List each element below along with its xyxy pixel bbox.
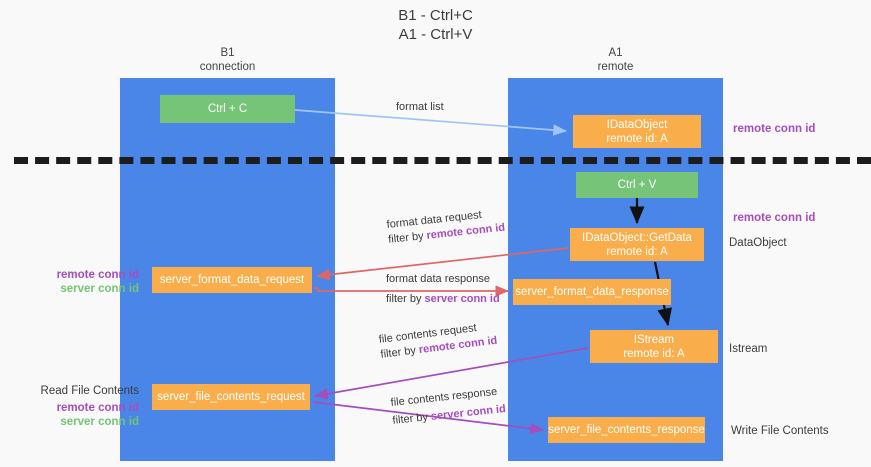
box-istream[interactable]: IStream remote id: A (590, 330, 718, 363)
box-ctrl-v[interactable]: Ctrl + V (576, 172, 698, 198)
label-left-conn-ids-bot: remote conn id server conn id (24, 401, 139, 429)
box-server-file-contents-response[interactable]: server_file_contents_response (548, 417, 705, 443)
column-header-b1: B1 connection (120, 46, 335, 74)
diagram-title: B1 - Ctrl+C A1 - Ctrl+V (0, 6, 871, 44)
box-idataobject-getdata[interactable]: IDataObject::GetData remote id: A (570, 228, 704, 261)
column-header-a1-role: remote (597, 61, 634, 73)
edge-label-file-contents-response-filter-prefix: filter by (391, 410, 432, 427)
label-left-conn-ids-mid: remote conn id server conn id (24, 268, 139, 296)
box-idataobject[interactable]: IDataObject remote id: A (573, 115, 701, 148)
edge-label-format-data-response-filter-key: server conn id (424, 293, 500, 305)
box-server-format-data-request[interactable]: server_format_data_request (152, 267, 312, 293)
edge-label-file-contents-request: file contents request filter by remote c… (378, 319, 498, 363)
box-idataobject-line2: remote id: A (606, 132, 668, 145)
edge-label-file-contents-request-filter-prefix: filter by (379, 344, 420, 361)
box-getdata-line1: IDataObject::GetData (582, 231, 692, 244)
box-ctrl-c[interactable]: Ctrl + C (160, 95, 295, 123)
box-server-file-contents-response-label: server_file_contents_response (548, 424, 705, 436)
box-idataobject-line1: IDataObject (606, 118, 668, 131)
edge-label-format-data-request-filter-prefix: filter by (387, 229, 428, 246)
label-read-file-contents: Read File Contents (40, 385, 139, 397)
column-header-b1-role: connection (199, 61, 256, 73)
edge-label-format-list: format list (396, 100, 444, 115)
edge-label-format-data-response-filter-prefix: filter by (386, 293, 425, 305)
label-write-file-contents: Write File Contents (731, 425, 829, 437)
diagram-title-line1: B1 - Ctrl+C (398, 7, 473, 24)
box-server-format-data-request-label: server_format_data_request (159, 274, 305, 286)
label-left-remote-conn-id-bot: remote conn id (56, 402, 139, 414)
label-remote-conn-id-mid: remote conn id (733, 212, 816, 224)
label-remote-conn-id-top: remote conn id (733, 123, 816, 135)
column-header-b1-name: B1 (220, 47, 235, 59)
edge-label-file-contents-response-filter-key: server conn id (430, 403, 507, 423)
edge-label-file-contents-response: file contents response filter by server … (390, 384, 507, 429)
label-istream: Istream (729, 343, 768, 355)
box-ctrl-c-label: Ctrl + C (207, 103, 248, 115)
edge-label-format-data-response-text: format data response (386, 273, 490, 285)
edge-label-format-data-request: format data request filter by remote con… (386, 206, 506, 248)
box-server-format-data-response[interactable]: server_format_data_response (513, 279, 671, 305)
box-getdata-line2: remote id: A (606, 245, 668, 258)
box-ctrl-v-label: Ctrl + V (617, 179, 657, 191)
label-left-remote-conn-id-mid: remote conn id (56, 269, 139, 281)
edge-label-format-data-response: format data response filter by server co… (386, 272, 500, 307)
label-left-server-conn-id-mid: server conn id (60, 283, 139, 295)
box-server-file-contents-request[interactable]: server_file_contents_request (152, 384, 310, 410)
label-left-server-conn-id-bot: server conn id (60, 416, 139, 428)
diagram-title-line2: A1 - Ctrl+V (398, 26, 473, 43)
box-istream-line2: remote id: A (623, 347, 685, 360)
box-server-format-data-response-label: server_format_data_response (515, 286, 669, 298)
column-header-a1-name: A1 (608, 47, 623, 59)
box-istream-line1: IStream (633, 333, 675, 346)
label-dataobject: DataObject (729, 237, 787, 249)
edge-label-format-list-text: format list (396, 101, 444, 113)
phase-divider (14, 157, 871, 164)
column-header-a1: A1 remote (508, 46, 723, 74)
box-server-file-contents-request-label: server_file_contents_request (157, 391, 305, 403)
